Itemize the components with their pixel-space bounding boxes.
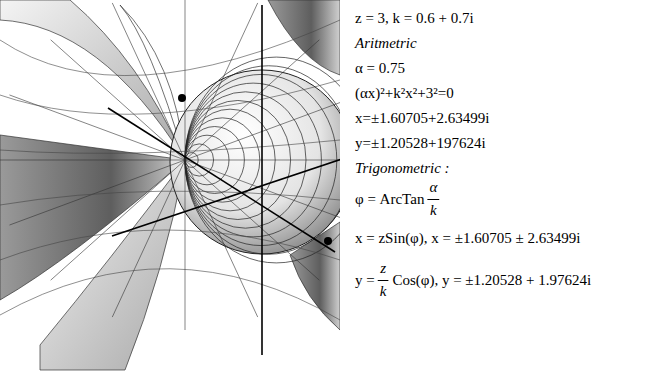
formula-text: z bbox=[380, 259, 386, 277]
grid-line bbox=[51, 160, 185, 280]
grid-line bbox=[185, 160, 186, 330]
grid-line bbox=[51, 40, 185, 160]
grid-line bbox=[185, 160, 258, 317]
grid-line bbox=[0, 20, 340, 76]
formula-text: α = 0.75 bbox=[355, 59, 405, 77]
formula-text: Cos(φ), y = ±1.20528 + 1.97624i bbox=[392, 271, 591, 289]
grid-line bbox=[185, 0, 186, 160]
grid-line bbox=[0, 160, 185, 161]
formula-text: y=±1.20528+197624i bbox=[355, 134, 486, 152]
formula-text: y = bbox=[355, 271, 375, 289]
grid-line bbox=[0, 80, 340, 114]
grid-line bbox=[185, 40, 319, 160]
grid-line bbox=[185, 160, 319, 280]
formula-text: x=±1.60705+2.63499i bbox=[355, 109, 489, 127]
fraction-bar bbox=[378, 280, 389, 281]
surface-patch bbox=[268, 0, 340, 75]
grid-line bbox=[0, 230, 340, 260]
grid-line bbox=[0, 191, 340, 205]
surface-patch bbox=[0, 0, 185, 160]
axis-line bbox=[261, 5, 263, 355]
formula-text: k bbox=[430, 201, 437, 219]
formula-text: z = 3, k = 0.6 + 0.7i bbox=[355, 9, 474, 27]
formula-text: k bbox=[380, 282, 387, 300]
grid-line bbox=[112, 160, 185, 317]
grid-line bbox=[9, 160, 185, 225]
point-dot bbox=[324, 237, 332, 245]
fraction-bar bbox=[427, 199, 439, 200]
grid-line bbox=[9, 95, 185, 160]
formula-text: Trigonometric : bbox=[355, 159, 450, 177]
axis-line bbox=[112, 158, 340, 236]
formula-text: (αx)²+k²x²+3²=0 bbox=[355, 84, 454, 102]
grid-line bbox=[112, 3, 185, 160]
formula-text: α bbox=[429, 178, 437, 196]
formula-text: Aritmetric bbox=[355, 34, 417, 52]
formula-text: x = zSin(φ), x = ±1.60705 ± 2.63499i bbox=[355, 229, 580, 247]
formula-text: φ = ArcTan bbox=[355, 190, 424, 208]
axis-line bbox=[108, 108, 335, 252]
grid-line bbox=[185, 3, 258, 160]
point-dot bbox=[178, 94, 186, 102]
grid-line bbox=[0, 269, 340, 320]
